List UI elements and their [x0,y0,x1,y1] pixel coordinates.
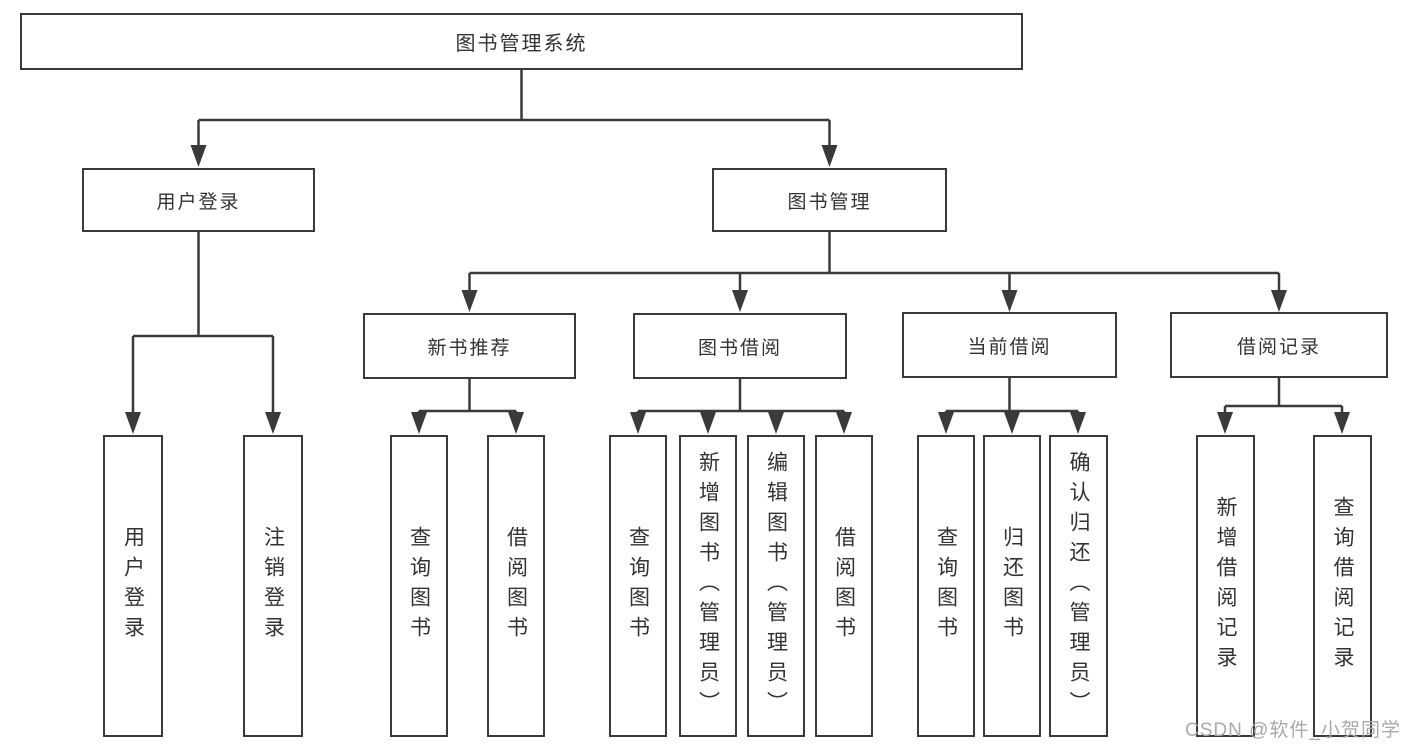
leaf-return-books: 归还图书 [983,435,1041,737]
leaf-borrow-books-recommend: 借阅图书 [487,435,545,737]
leaf-edit-books-admin: 编辑图书（管理员） [747,435,805,737]
leaf-query-books-borrowing: 查询图书 [609,435,667,737]
node-new-book-recommendation: 新书推荐 [363,313,576,379]
leaf-add-books-admin: 新增图书（管理员） [679,435,737,737]
leaf-query-books-recommend: 查询图书 [390,435,448,737]
leaf-confirm-return-admin: 确认归还（管理员） [1049,435,1108,737]
node-user-login-branch: 用户登录 [82,168,315,232]
leaf-borrow-books-borrowing: 借阅图书 [815,435,873,737]
node-current-borrowing: 当前借阅 [902,312,1117,378]
leaf-add-borrow-record: 新增借阅记录 [1196,435,1255,737]
leaf-logout: 注销登录 [243,435,303,737]
node-book-management-branch: 图书管理 [712,168,947,232]
leaf-query-borrow-record: 查询借阅记录 [1313,435,1372,737]
node-library-management-system: 图书管理系统 [20,13,1023,70]
leaf-query-books-current: 查询图书 [917,435,975,737]
csdn-watermark: CSDN @软件_小贺同学 [1185,720,1401,741]
leaf-user-login: 用户登录 [103,435,163,737]
node-borrowing-records: 借阅记录 [1170,312,1388,378]
node-book-borrowing: 图书借阅 [633,313,847,379]
